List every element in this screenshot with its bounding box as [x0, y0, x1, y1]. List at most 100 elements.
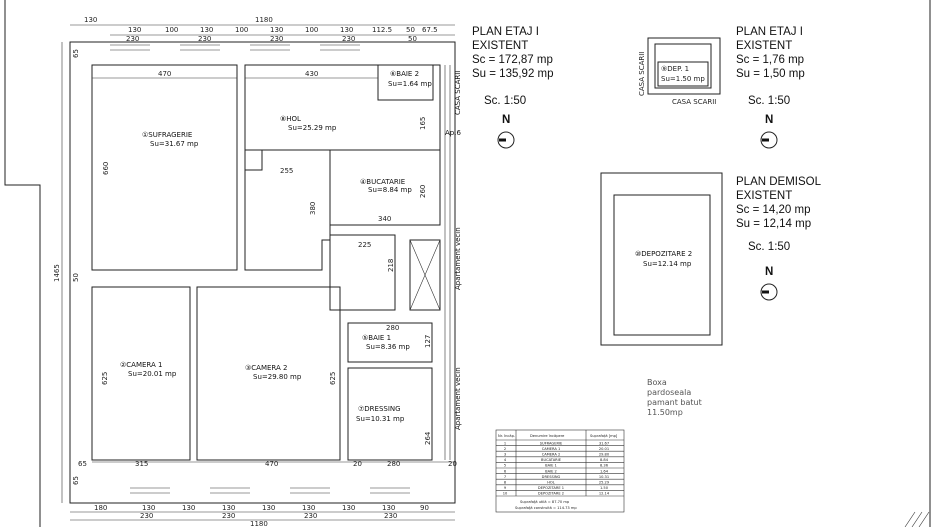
svg-text:pamant batut: pamant batut: [647, 398, 702, 407]
svg-text:280: 280: [387, 460, 400, 468]
room-dressing: [347, 367, 433, 461]
table-cell: SUFRAGERIE: [540, 441, 563, 445]
svg-text:CASA SCARII: CASA SCARII: [638, 52, 646, 96]
svg-text:230: 230: [384, 512, 397, 520]
svg-text:Su=12.14 mp: Su=12.14 mp: [643, 260, 692, 268]
table-cell: CAMERA 1: [542, 447, 561, 451]
svg-text:130: 130: [84, 16, 97, 24]
svg-text:255: 255: [280, 167, 293, 175]
svg-text:20: 20: [353, 460, 362, 468]
table-cell: 1: [504, 441, 506, 445]
svg-text:Sc. 1:50: Sc. 1:50: [748, 241, 790, 253]
table-cell: BUCATARIE: [541, 458, 562, 462]
svg-text:N: N: [502, 114, 510, 126]
svg-text:Boxa: Boxa: [647, 378, 667, 387]
svg-text:130: 130: [340, 26, 353, 34]
svg-text:470: 470: [265, 460, 278, 468]
room-baie-2: [377, 64, 434, 101]
svg-text:660: 660: [102, 162, 110, 175]
table-cell: 3: [504, 453, 506, 457]
svg-text:280: 280: [386, 324, 399, 332]
svg-text:260: 260: [419, 185, 427, 198]
dimensions-inner: 470 430 255 340 225 218 280 127 165 260 …: [53, 49, 432, 445]
dimensions-top: 130 1180 130 100 130 100 130 100 130 112…: [84, 16, 438, 43]
svg-text:Su = 135,92 mp: Su = 135,92 mp: [472, 68, 554, 80]
room-bucatarie: [329, 149, 441, 226]
svg-text:230: 230: [304, 512, 317, 520]
table-cell: 12.14: [599, 492, 610, 496]
north-arrow-icon: N: [760, 114, 778, 149]
svg-text:EXISTENT: EXISTENT: [472, 40, 528, 52]
hatch-corner: [904, 511, 930, 527]
svg-text:130: 130: [142, 504, 155, 512]
svg-text:20: 20: [448, 460, 457, 468]
svg-text:Suprafaţă construită = 114.73: Suprafaţă construită = 114.73 mp: [515, 506, 577, 510]
svg-text:Su=8.36 mp: Su=8.36 mp: [366, 343, 410, 351]
svg-text:PLAN ETAJ I: PLAN ETAJ I: [472, 26, 539, 38]
room-label-dressing: ⑦DRESSING: [358, 405, 401, 413]
svg-text:50: 50: [408, 35, 417, 43]
svg-text:430: 430: [305, 70, 318, 78]
north-arrow-icon: N: [760, 266, 778, 301]
svg-text:Sc. 1:50: Sc. 1:50: [484, 95, 526, 107]
room-baie-1: [347, 322, 433, 363]
table-cell: 10: [503, 492, 508, 496]
svg-text:625: 625: [101, 372, 109, 385]
svg-text:CASA SCARII: CASA SCARII: [454, 71, 462, 115]
room-label-hol: ⑧HOL: [280, 115, 301, 123]
svg-text:130: 130: [270, 26, 283, 34]
svg-text:230: 230: [140, 512, 153, 520]
room-label-camera-1: ②CAMERA 1: [120, 361, 162, 369]
svg-text:340: 340: [378, 215, 391, 223]
table-cell: 8.84: [600, 458, 609, 462]
svg-text:225: 225: [358, 241, 371, 249]
svg-text:⑨DEP. 1: ⑨DEP. 1: [661, 65, 689, 73]
svg-text:100: 100: [305, 26, 318, 34]
svg-text:130: 130: [222, 504, 235, 512]
svg-text:130: 130: [342, 504, 355, 512]
table-cell: CAMERA 2: [542, 453, 561, 457]
svg-text:⑩DEPOZITARE 2: ⑩DEPOZITARE 2: [635, 250, 692, 258]
table-cell: DEPOZITARE 2: [538, 492, 564, 496]
table-cell: 25.29: [599, 481, 610, 485]
table-cell: BAIE 2: [545, 469, 557, 473]
svg-text:Su=8.84 mp: Su=8.84 mp: [368, 186, 412, 194]
svg-text:Su = 12,14 mp: Su = 12,14 mp: [736, 218, 811, 230]
room-camera-2: [196, 286, 341, 461]
north-arrow-icon: N: [497, 114, 515, 149]
area-table: Nr. încăp. Denumire încăpere Suprafață […: [495, 429, 625, 513]
table-cell: 4: [504, 458, 507, 462]
stair-shaft: [409, 239, 441, 311]
svg-text:N: N: [765, 114, 773, 126]
room-label-camera-2: ③CAMERA 2: [245, 364, 287, 372]
svg-text:pardoseala: pardoseala: [647, 388, 691, 397]
main-plan: [61, 24, 456, 521]
svg-text:230: 230: [342, 35, 355, 43]
svg-text:Su=20.01 mp: Su=20.01 mp: [128, 370, 177, 378]
plan-etaj-title-block: PLAN ETAJ I EXISTENT Sc = 172,87 mp Su =…: [472, 26, 554, 107]
svg-text:Apartament vecin: Apartament vecin: [454, 227, 462, 290]
room-sufragerie: [91, 64, 238, 271]
svg-text:67.5: 67.5: [422, 26, 438, 34]
svg-text:Sc. 1:50: Sc. 1:50: [748, 95, 790, 107]
table-cell: 9: [504, 486, 507, 490]
svg-text:264: 264: [424, 431, 432, 445]
table-cell: 7: [504, 475, 506, 479]
table-cell: 8: [504, 481, 507, 485]
table-cell: 6: [504, 469, 507, 473]
svg-text:470: 470: [158, 70, 171, 78]
svg-text:Sc = 14,20 mp: Sc = 14,20 mp: [736, 204, 810, 216]
svg-text:EXISTENT: EXISTENT: [736, 40, 792, 52]
plan-demisol: ⑩DEPOZITARE 2 Su=12.14 mp PLAN DEMISOL E…: [600, 172, 822, 346]
table-cell: 31.67: [599, 441, 609, 445]
svg-text:230: 230: [222, 512, 235, 520]
svg-text:1180: 1180: [250, 520, 268, 527]
room-camera-1: [91, 286, 191, 461]
room-label-sufragerie: ①SUFRAGERIE: [142, 131, 192, 139]
svg-text:11.50mp: 11.50mp: [647, 408, 683, 417]
svg-text:65: 65: [78, 460, 87, 468]
svg-text:130: 130: [302, 504, 315, 512]
table-cell: 5: [504, 464, 506, 468]
svg-text:Sc = 172,87 mp: Sc = 172,87 mp: [472, 54, 553, 66]
